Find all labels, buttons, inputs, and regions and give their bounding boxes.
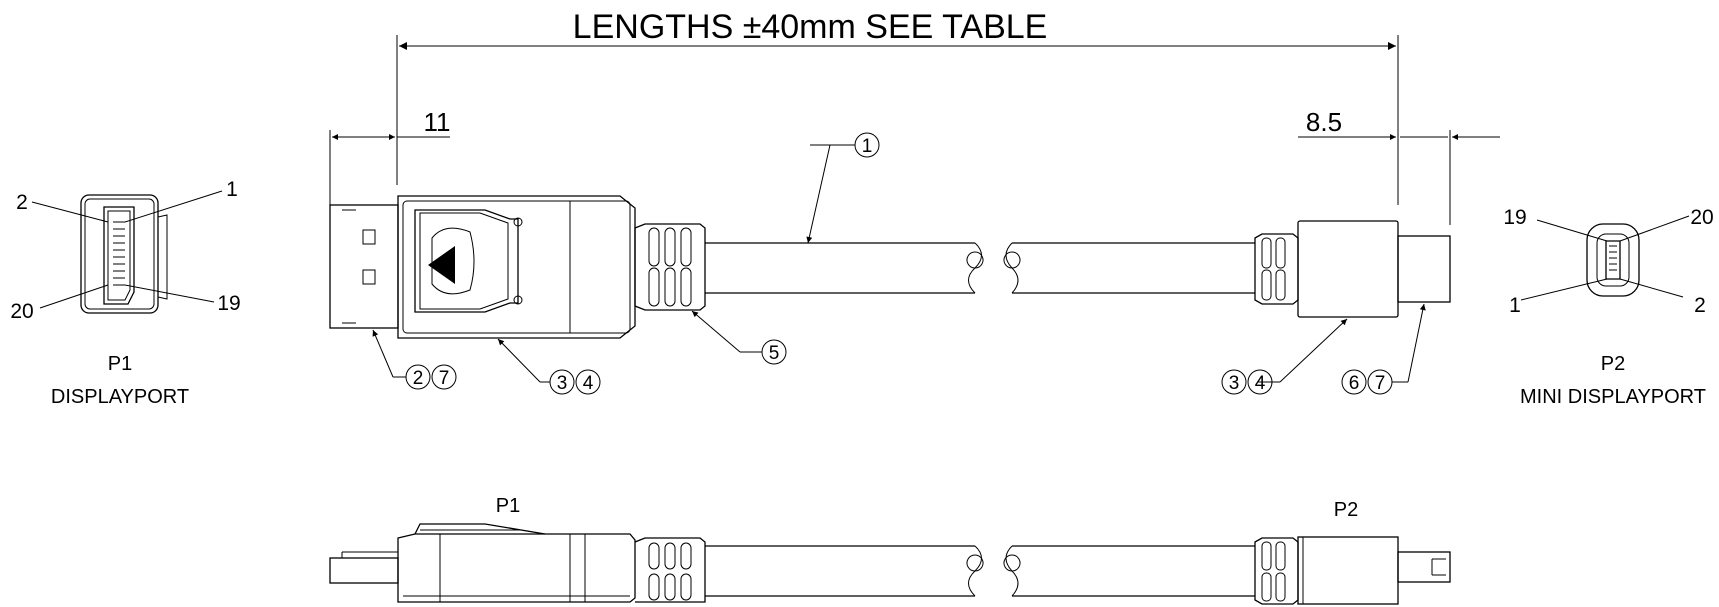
- p1-pin-1: 1: [226, 178, 238, 201]
- callout-4-right-label: 4: [1255, 373, 1266, 394]
- callout-1: 1: [806, 132, 880, 244]
- callout-3-right-label: 3: [1229, 373, 1240, 394]
- callout-6-7: 6 7: [1341, 303, 1426, 395]
- p1-pin-2: 2: [16, 191, 28, 214]
- callout-3-left-label: 3: [557, 373, 568, 394]
- cable-top-view: [705, 242, 1255, 294]
- p2-offset-dimension: 8.5: [1298, 107, 1500, 225]
- p1-connector-top-view: [329, 195, 706, 339]
- p1-face-view: 2 1 20 19 P1 DISPLAYPORT: [10, 178, 240, 408]
- p2-pin-2: 2: [1694, 294, 1706, 317]
- p1-connector-side-view: [329, 523, 706, 603]
- callout-2-label: 2: [413, 368, 424, 389]
- p1-offset-text: 11: [424, 107, 451, 137]
- p2-connector-side-view: [1254, 536, 1451, 605]
- p2-offset-text: 8.5: [1306, 107, 1342, 137]
- callout-6-label: 6: [1349, 373, 1360, 394]
- p2-pin-19: 19: [1503, 206, 1526, 229]
- callout-7-label: 7: [439, 368, 450, 389]
- callout-3-4-right: 3 4: [1221, 318, 1348, 395]
- cable-side-view: [705, 545, 1255, 597]
- p2-name-label: P2: [1601, 353, 1625, 375]
- callout-7-right-label: 7: [1375, 373, 1386, 394]
- p2-pin-20: 20: [1690, 206, 1713, 229]
- p1-type-label: DISPLAYPORT: [51, 386, 189, 408]
- p1-offset-dimension: 11: [329, 107, 451, 205]
- overall-length-text: LENGTHS ±40mm SEE TABLE: [573, 8, 1048, 46]
- callout-2-7: 2 7: [372, 329, 457, 390]
- p2-type-label: MINI DISPLAYPORT: [1520, 386, 1706, 408]
- p2-connector-top-view: [1254, 220, 1451, 318]
- side-view-p2-label: P2: [1334, 499, 1358, 521]
- callout-5-label: 5: [769, 343, 780, 364]
- p2-face-view: 19 20 1 2 P2 MINI DISPLAYPORT: [1503, 206, 1713, 408]
- callout-3-4-left: 3 4: [497, 338, 601, 395]
- side-view: P1 P2: [329, 495, 1451, 605]
- callout-5: 5: [691, 310, 787, 365]
- p1-name-label: P1: [108, 353, 132, 375]
- side-view-p1-label: P1: [496, 495, 520, 517]
- overall-length-dimension: LENGTHS ±40mm SEE TABLE: [396, 8, 1399, 205]
- p1-pin-19: 19: [217, 292, 240, 315]
- callout-1-label: 1: [862, 136, 873, 157]
- p2-pin-1: 1: [1509, 294, 1521, 317]
- p1-pin-20: 20: [10, 300, 33, 323]
- callout-4-left-label: 4: [583, 373, 594, 394]
